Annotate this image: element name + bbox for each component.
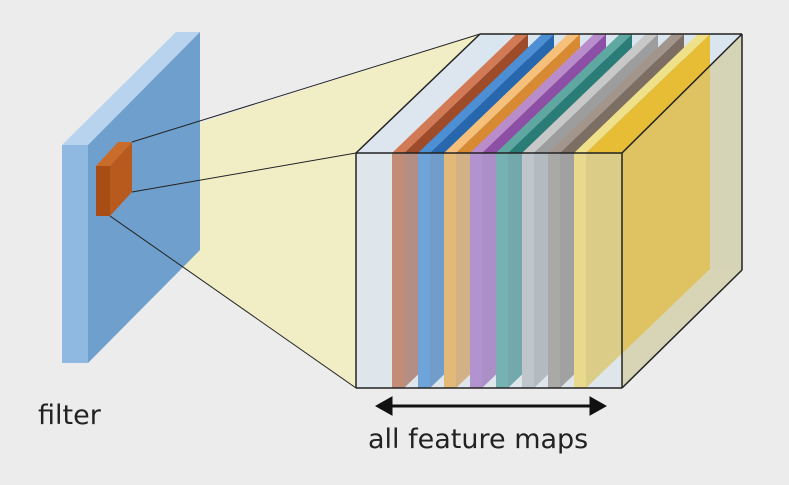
feature-map-3 (444, 153, 456, 388)
projection-line-bottom (109, 215, 357, 389)
volume-front (356, 153, 622, 388)
feature-map-top-6 (522, 34, 658, 153)
feature-map-8 (574, 153, 586, 388)
feature-maps-arrow (374, 396, 608, 416)
feature-map-top-4 (470, 34, 606, 153)
feature-map-top-5 (496, 34, 632, 153)
input-slab-side (88, 32, 200, 363)
feature-map-top-3 (444, 34, 580, 153)
input-slab-face (62, 145, 88, 363)
feature-map-top-2 (418, 34, 554, 153)
input-slab-top (62, 32, 200, 145)
filter-patch-side (110, 142, 132, 216)
feature-map-6 (522, 153, 534, 388)
feature-map-2 (418, 153, 430, 388)
feature-map-top-7 (548, 34, 684, 153)
feature-map-4 (470, 153, 482, 388)
feature-maps-label: all feature maps (368, 424, 589, 455)
feature-map-top-8 (574, 34, 710, 153)
projection-line-top (131, 33, 481, 143)
projection-line-mid (131, 152, 357, 193)
filter-patch-front (96, 166, 110, 216)
feature-map-top-1 (392, 34, 528, 153)
filter-patch (96, 142, 132, 166)
volume-edges (355, 33, 743, 389)
feature-map-5 (496, 153, 508, 388)
feature-map-7 (548, 153, 560, 388)
feature-map-1 (392, 153, 404, 388)
filter-label: filter (38, 400, 101, 431)
